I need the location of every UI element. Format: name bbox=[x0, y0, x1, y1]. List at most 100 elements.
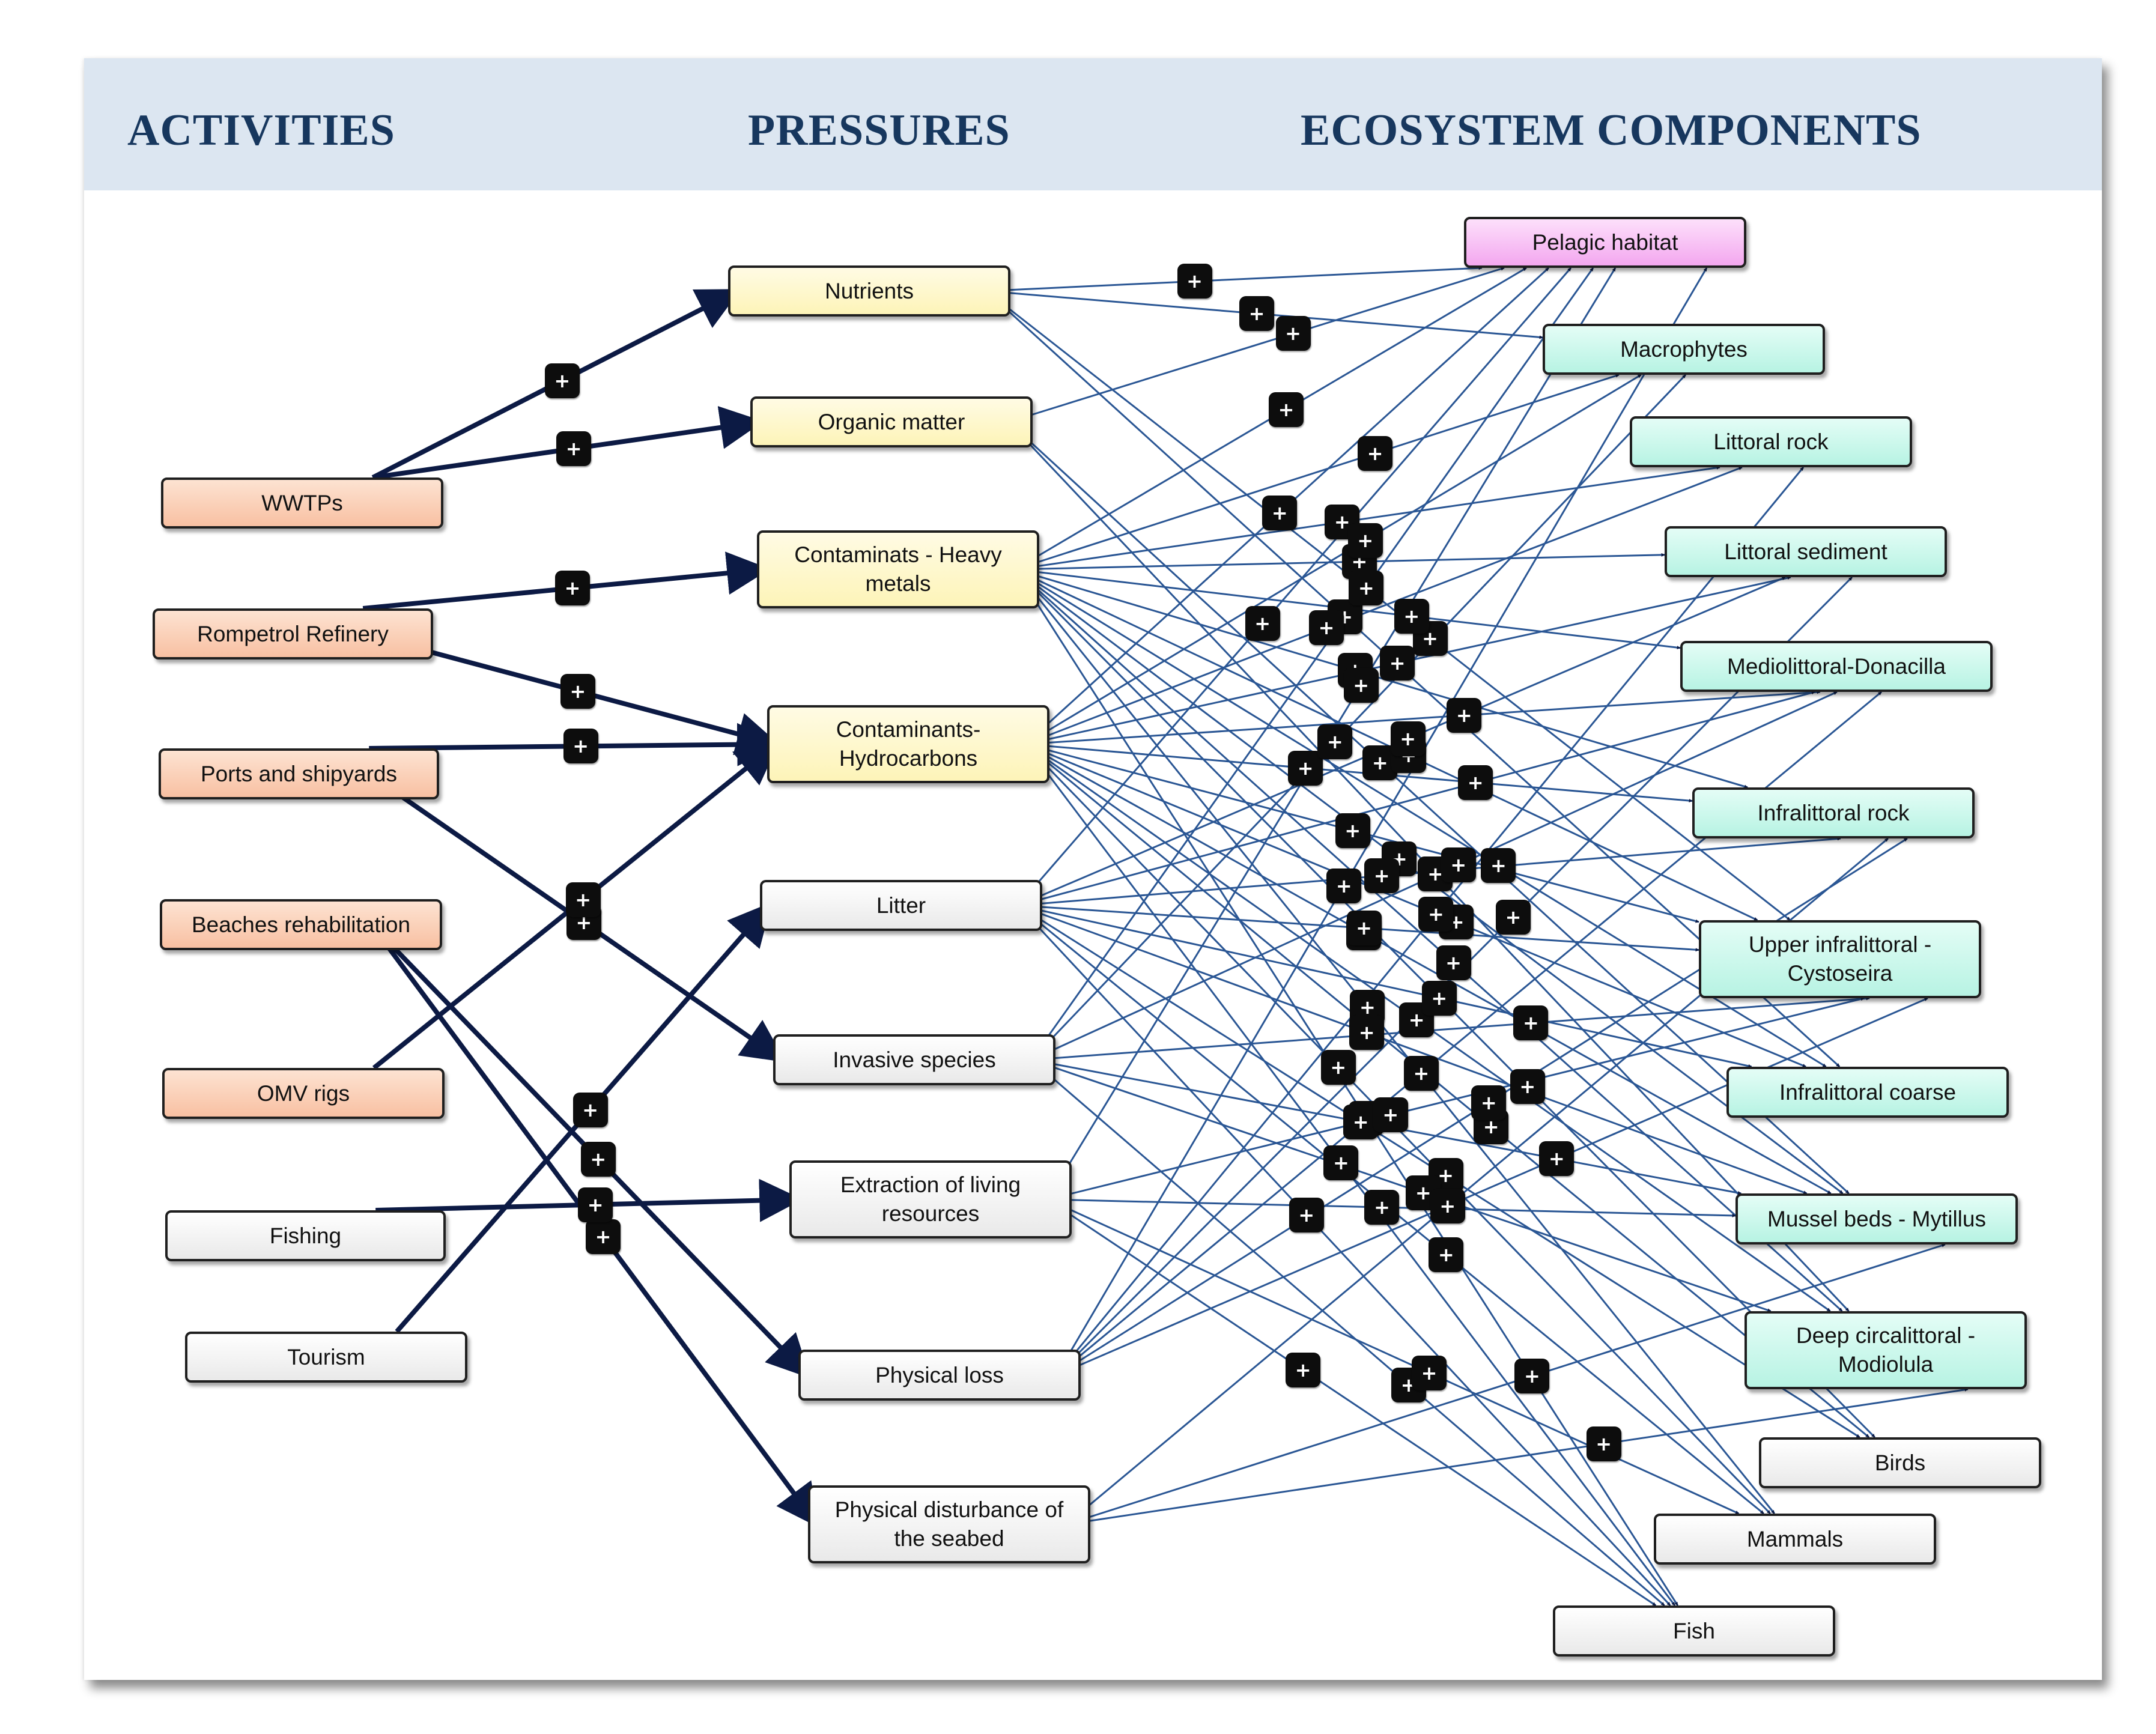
pressure-link-physdist-deep bbox=[1066, 1387, 1969, 1526]
plus-marker-icon[interactable]: + bbox=[1429, 1237, 1464, 1272]
plus-marker-icon[interactable]: + bbox=[1289, 1197, 1324, 1232]
pressure-node-litter[interactable]: Litter bbox=[760, 880, 1042, 931]
plus-marker-icon[interactable]: + bbox=[1309, 610, 1344, 646]
plus-marker-icon[interactable]: + bbox=[1346, 911, 1382, 946]
plus-marker-icon[interactable]: + bbox=[1269, 392, 1304, 427]
plus-marker-icon[interactable]: + bbox=[1275, 316, 1311, 351]
pressure-link-heavy-fish bbox=[1014, 569, 1679, 1606]
plus-marker-icon[interactable]: + bbox=[1430, 1189, 1465, 1224]
plus-marker-icon[interactable]: + bbox=[560, 673, 595, 709]
plus-marker-icon[interactable]: + bbox=[580, 1141, 616, 1177]
plus-marker-icon[interactable]: + bbox=[555, 571, 591, 606]
ecosystem-node-pelagic-habitat[interactable]: Pelagic habitat bbox=[1464, 217, 1746, 268]
activity-node-fishing[interactable]: Fishing bbox=[165, 1210, 446, 1261]
plus-marker-icon[interactable]: + bbox=[1418, 896, 1454, 932]
pressure-node-invasive-species[interactable]: Invasive species bbox=[773, 1034, 1055, 1085]
ecosystem-node-infralittoral-rock[interactable]: Infralittoral rock bbox=[1692, 787, 1975, 838]
plus-marker-icon[interactable]: + bbox=[1471, 1085, 1507, 1120]
plus-marker-icon[interactable]: + bbox=[1347, 523, 1383, 558]
plus-marker-icon[interactable]: + bbox=[1380, 645, 1415, 681]
plus-marker-icon[interactable]: + bbox=[1286, 1352, 1321, 1387]
activity-node-omv-rigs[interactable]: OMV rigs bbox=[162, 1068, 445, 1119]
plus-marker-icon[interactable]: + bbox=[1481, 848, 1516, 884]
activity-node-wwtps[interactable]: WWTPs bbox=[161, 477, 443, 529]
plus-marker-icon[interactable]: + bbox=[1349, 1015, 1385, 1050]
ecosystem-node-upper-infralittoral-cystoseira[interactable]: Upper infralittoral -Cystoseira bbox=[1699, 920, 1981, 998]
plus-marker-icon[interactable]: + bbox=[572, 1093, 608, 1128]
ecosystem-node-mussel-beds[interactable]: Mussel beds - Mytillus bbox=[1735, 1193, 2018, 1244]
pressure-node-hydrocarbons[interactable]: Contaminants-Hydrocarbons bbox=[767, 705, 1049, 783]
activity-node-tourism[interactable]: Tourism bbox=[185, 1332, 467, 1383]
plus-marker-icon[interactable]: + bbox=[1394, 598, 1429, 634]
pressure-link-heavy-icoarse bbox=[1015, 568, 1827, 1068]
plus-marker-icon[interactable]: + bbox=[1514, 1359, 1550, 1394]
node-label: Littoral rock bbox=[1713, 429, 1829, 454]
ecosystem-node-mammals[interactable]: Mammals bbox=[1654, 1514, 1936, 1565]
plus-marker-icon[interactable]: + bbox=[1513, 1005, 1549, 1041]
ecosystem-node-deep-circalittoral[interactable]: Deep circalittoral -Modiolula bbox=[1745, 1311, 2027, 1389]
plus-marker-icon[interactable]: + bbox=[1245, 606, 1280, 641]
plus-marker-icon[interactable]: + bbox=[1399, 1002, 1435, 1037]
plus-marker-icon[interactable]: + bbox=[1357, 435, 1392, 471]
plus-marker-icon[interactable]: + bbox=[578, 1187, 613, 1222]
plus-marker-icon[interactable]: + bbox=[1495, 899, 1531, 935]
pressure-link-litter-icoarse bbox=[1018, 905, 1752, 1068]
pressure-node-nutrients[interactable]: Nutrients bbox=[728, 265, 1010, 317]
plus-marker-icon[interactable]: + bbox=[1364, 858, 1400, 894]
pressure-link-hydro-lrock bbox=[1025, 466, 1743, 745]
plus-marker-icon[interactable]: + bbox=[1421, 980, 1457, 1016]
connector-lines bbox=[362, 266, 1969, 1607]
activity-node-rompetrol-refinery[interactable]: Rompetrol Refinery bbox=[153, 608, 433, 659]
ecosystem-node-birds[interactable]: Birds bbox=[1759, 1437, 2041, 1488]
plus-marker-icon[interactable]: + bbox=[1343, 1104, 1379, 1139]
ecosystem-node-littoral-rock[interactable]: Littoral rock bbox=[1630, 416, 1912, 467]
plus-marker-icon[interactable]: + bbox=[1364, 1190, 1400, 1225]
plus-marker-icon[interactable]: + bbox=[1373, 1097, 1408, 1133]
pressure-link-heavy-mammals bbox=[1014, 569, 1776, 1514]
plus-marker-icon[interactable]: + bbox=[1436, 945, 1471, 980]
plus-marker-icon[interactable]: + bbox=[586, 1219, 621, 1254]
plus-marker-icon[interactable]: + bbox=[1317, 724, 1353, 760]
plus-marker-icon[interactable]: + bbox=[556, 431, 592, 466]
plus-marker-icon[interactable]: + bbox=[1262, 495, 1298, 530]
plus-marker-icon[interactable]: + bbox=[1539, 1141, 1574, 1177]
plus-marker-icon[interactable]: + bbox=[1586, 1426, 1621, 1461]
plus-marker-icon[interactable]: + bbox=[1447, 697, 1482, 733]
ecosystem-node-infralittoral-coarse[interactable]: Infralittoral coarse bbox=[1726, 1067, 2009, 1118]
plus-marker-icon[interactable]: + bbox=[1458, 765, 1493, 801]
plus-marker-icon[interactable]: + bbox=[1441, 847, 1476, 882]
node-label: Rompetrol Refinery bbox=[197, 621, 389, 646]
plus-marker-icon[interactable]: + bbox=[565, 882, 601, 917]
node-label-line-2: resources bbox=[881, 1201, 980, 1226]
plus-marker-icon[interactable]: + bbox=[1335, 813, 1370, 848]
plus-marker-icon[interactable]: + bbox=[1326, 868, 1362, 903]
plus-marker-icon[interactable]: + bbox=[1343, 667, 1379, 703]
plus-marker-icon[interactable]: + bbox=[1239, 296, 1275, 332]
ecosystem-node-mediolittoral-donacilla[interactable]: Mediolittoral-Donacilla bbox=[1680, 641, 1993, 692]
plus-marker-icon[interactable]: + bbox=[1390, 721, 1426, 756]
plus-marker-icon[interactable]: + bbox=[1323, 1145, 1359, 1180]
plus-marker-icon[interactable]: + bbox=[1320, 1050, 1356, 1085]
pressure-link-invasive-fish bbox=[1031, 1059, 1665, 1607]
pressure-node-physical-loss[interactable]: Physical loss bbox=[798, 1350, 1081, 1401]
activity-node-ports-and-shipyards[interactable]: Ports and shipyards bbox=[159, 748, 439, 799]
plus-marker-icon[interactable]: + bbox=[1403, 1055, 1439, 1091]
plus-marker-icon[interactable]: + bbox=[1412, 1355, 1447, 1390]
ecosystem-node-macrophytes[interactable]: Macrophytes bbox=[1543, 324, 1825, 375]
ecosystem-node-fish[interactable]: Fish bbox=[1553, 1605, 1835, 1657]
activity-node-beaches-rehabilitation[interactable]: Beaches rehabilitation bbox=[160, 899, 442, 950]
pressure-link-heavy-macro bbox=[1015, 374, 1620, 571]
plus-marker-icon[interactable]: + bbox=[544, 363, 580, 398]
plus-marker-icon[interactable]: + bbox=[1349, 570, 1384, 605]
plus-marker-icon[interactable]: + bbox=[1288, 750, 1323, 786]
pressure-node-organic-matter[interactable]: Organic matter bbox=[750, 396, 1033, 447]
plus-marker-icon[interactable]: + bbox=[563, 729, 598, 764]
ecosystem-node-littoral-sediment[interactable]: Littoral sediment bbox=[1665, 526, 1947, 577]
node-label: Mediolittoral-Donacilla bbox=[1727, 653, 1946, 679]
plus-marker-icon[interactable]: + bbox=[1510, 1069, 1545, 1105]
node-label-line-2: Modiolula bbox=[1838, 1352, 1934, 1377]
plus-marker-icon[interactable]: + bbox=[1177, 264, 1212, 299]
